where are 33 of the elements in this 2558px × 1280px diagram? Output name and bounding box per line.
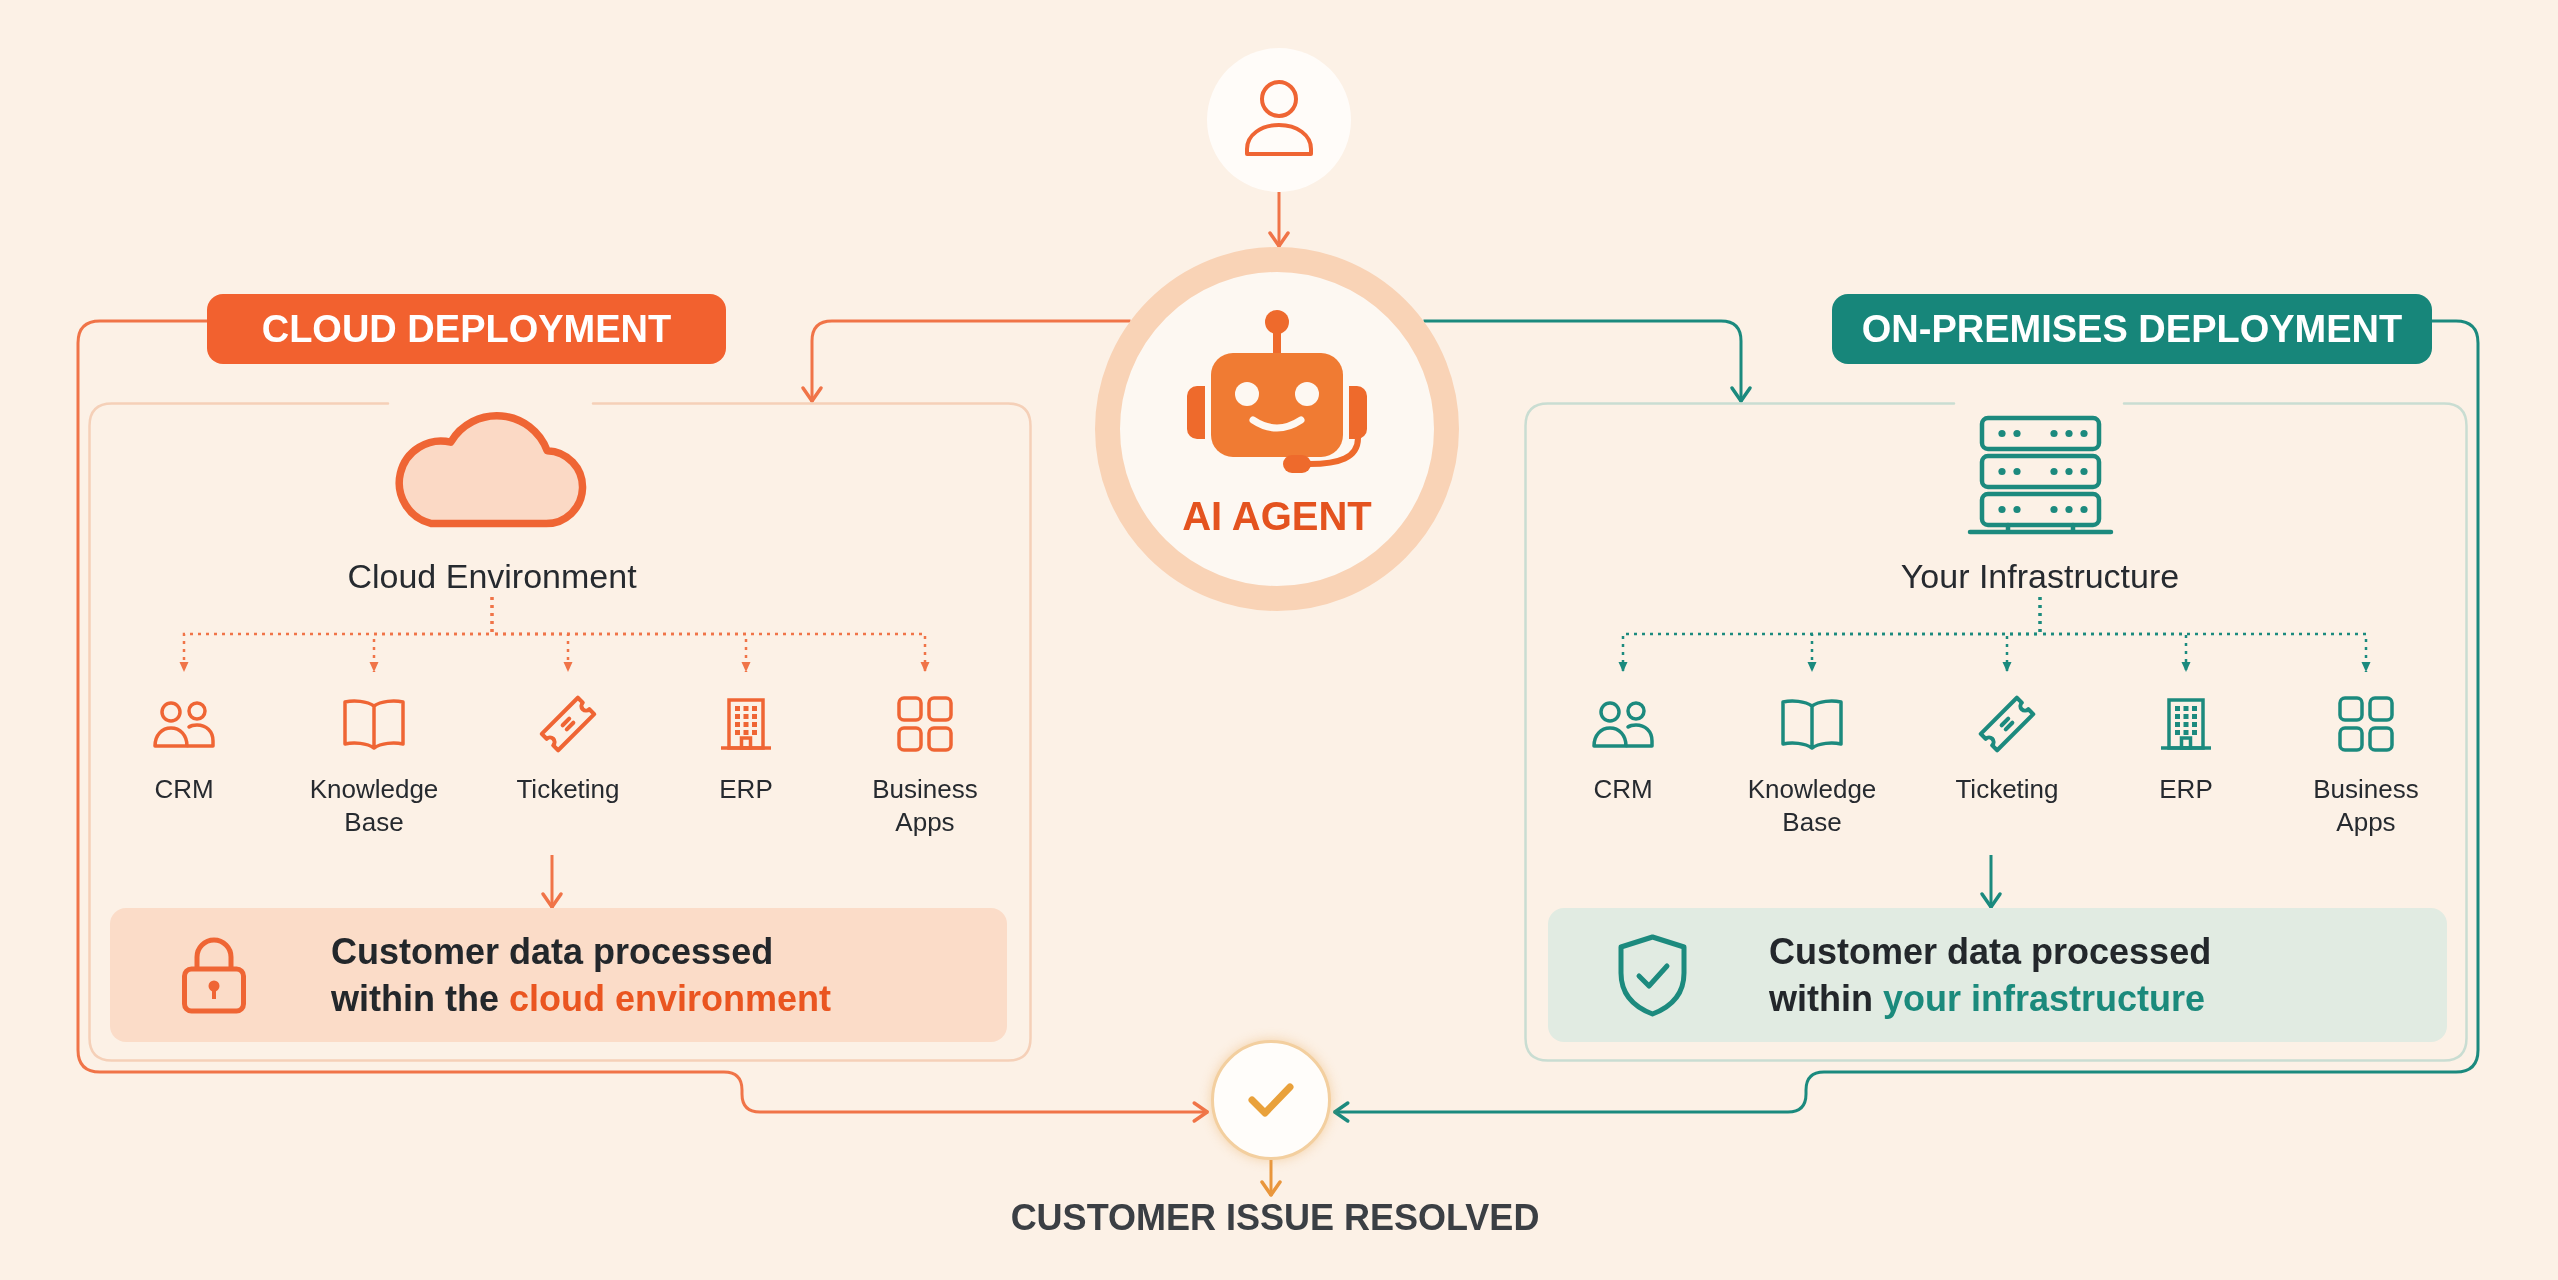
- content-panel: [1524, 402, 2468, 1062]
- environment-label: Your Infrastructure: [1900, 556, 2180, 596]
- content-panel: [88, 402, 1032, 1062]
- service-label: Ticketing: [1955, 773, 2059, 806]
- arrow: [1423, 319, 1752, 403]
- arrow: [1260, 1160, 1282, 1197]
- arrow: [76, 319, 1209, 1123]
- service-label: ERP: [2159, 773, 2213, 806]
- arrow: [1333, 319, 2480, 1123]
- dotted-arrow: [2038, 597, 2371, 672]
- service-label: Ticketing: [516, 773, 620, 806]
- section-label: CLOUD DEPLOYMENT: [207, 294, 726, 364]
- service-label: Knowledge Base: [1746, 773, 1878, 839]
- agent-label: AI AGENT: [1182, 493, 1372, 540]
- info-text: Customer data processed within your infrastructure: [1769, 930, 2213, 1021]
- service-label: Knowledge Base: [308, 773, 440, 839]
- arrow: [801, 319, 1131, 403]
- arrow: [1980, 855, 2002, 909]
- service-label: Business Apps: [871, 773, 979, 839]
- environment-label: Cloud Environment: [347, 556, 637, 596]
- service-label: CRM: [1593, 773, 1653, 806]
- service-label: ERP: [719, 773, 773, 806]
- result-label: CUSTOMER ISSUE RESOLVED: [1005, 1196, 1545, 1240]
- info-panel: [1548, 908, 2447, 1042]
- arrow: [541, 855, 563, 909]
- service-label: CRM: [154, 773, 214, 806]
- dotted-arrow: [490, 597, 930, 672]
- service-label: Business Apps: [2312, 773, 2420, 839]
- arrow: [1268, 192, 1290, 248]
- info-text: Customer data processed within the cloud environment: [331, 930, 832, 1021]
- info-panel: [110, 908, 1007, 1042]
- status-circle: [1211, 1040, 1331, 1160]
- section-label: ON-PREMISES DEPLOYMENT: [1832, 294, 2432, 364]
